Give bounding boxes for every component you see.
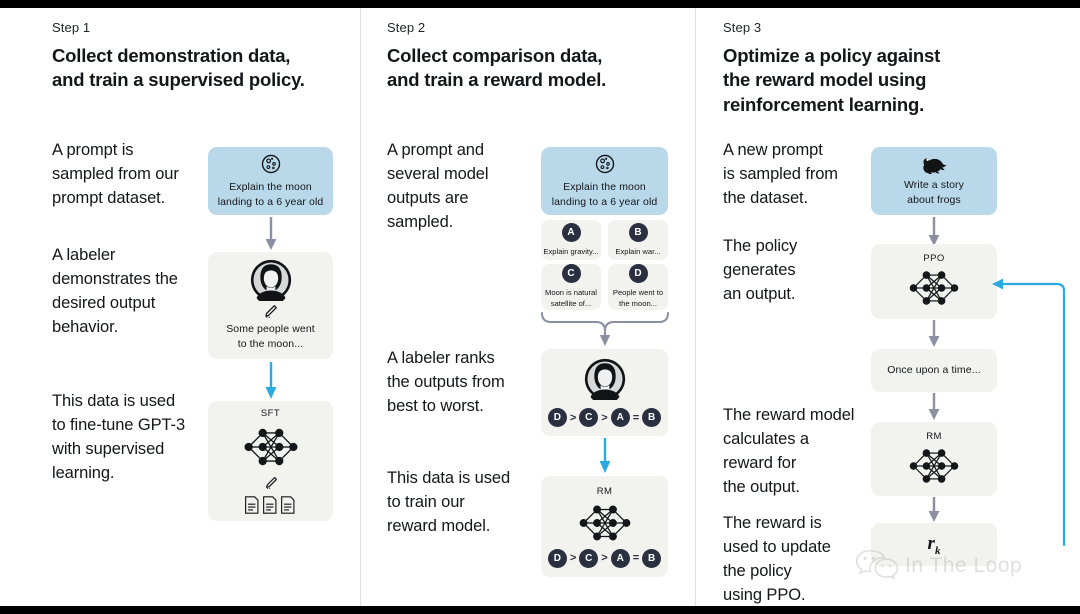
rank-operator-3: = — [632, 411, 640, 424]
step-3-paragraph-3: The reward model calculates a reward for… — [723, 406, 855, 497]
step-column-3: Step 3 Optimize a policy against the rew… — [695, 8, 1080, 606]
moon-icon — [594, 153, 616, 175]
rank-operator-2: > — [601, 552, 608, 564]
step-2-rm-label: RM — [596, 485, 613, 497]
person-icon — [584, 358, 626, 400]
step-1-paragraph-2: A labeler demonstrates the desired outpu… — [52, 246, 178, 337]
step-2-option-card-b[interactable]: B Explain war... — [608, 220, 668, 260]
step-2-rm-card[interactable]: RM D — [541, 476, 668, 577]
step-1-sft-card[interactable]: SFT — [208, 401, 333, 521]
step-1-labeler-text: Some people went to the moon... — [226, 323, 315, 350]
diagram-canvas: Step 1 Collect demonstration data, and t… — [0, 8, 1080, 606]
option-text-b: Explain war... — [615, 246, 661, 256]
step-2-paragraph-1: A prompt and several model outputs are s… — [387, 141, 489, 232]
step-3-rm-label: RM — [926, 430, 942, 442]
step-2-paragraph-3: This data is used to train our reward mo… — [387, 469, 511, 536]
step-3-arrow-grey-3 — [925, 393, 943, 421]
step-3-title: Optimize a policy against the reward mod… — [723, 45, 941, 115]
neural-network-icon — [905, 266, 963, 310]
step-3-arrow-grey-2 — [925, 320, 943, 348]
pencil-icon — [262, 303, 279, 320]
step-2-arrow-blue — [596, 438, 614, 474]
step-columns: Step 1 Collect demonstration data, and t… — [0, 8, 1080, 606]
step-2-option-card-a[interactable]: A Explain gravity... — [541, 220, 601, 260]
rank-operator-1: > — [569, 552, 577, 564]
neural-network-icon — [575, 500, 635, 546]
rank-badge-4: B — [642, 548, 662, 568]
option-text-c: Moon is natural satellite of... — [545, 288, 597, 308]
frog-icon — [920, 154, 948, 175]
step-1-labeler-card[interactable]: Some people went to the moon... — [208, 252, 333, 359]
neural-network-icon — [240, 423, 302, 471]
step-2-brace-arrow — [539, 311, 671, 347]
step-2-rm-ranking-row: D > C > A = B — [547, 548, 662, 568]
step-1-title: Collect demonstration data, and train a … — [52, 45, 305, 91]
option-badge-c: C — [561, 264, 581, 284]
step-3-label: Step 3 — [723, 20, 762, 35]
step-1-prompt-card[interactable]: Explain the moon landing to a 6 year old — [208, 147, 333, 215]
step-3-arrow-grey-1 — [925, 217, 943, 247]
pencil-icon — [263, 475, 279, 491]
moon-icon — [260, 153, 282, 175]
step-2-paragraph-2: A labeler ranks the outputs from best to… — [387, 349, 505, 416]
step-column-1: Step 1 Collect demonstration data, and t… — [0, 8, 360, 606]
step-1-label: Step 1 — [52, 20, 91, 35]
step-2-ranking-card[interactable]: D > C > A = B — [541, 349, 668, 436]
step-1-arrow-grey-1 — [262, 217, 280, 251]
step-1-paragraph-3: This data is used to fine-tune GPT-3 wit… — [52, 392, 186, 483]
step-2-option-card-c[interactable]: C Moon is natural satellite of... — [541, 264, 601, 310]
rank-badge-2: C — [579, 548, 599, 568]
rank-badge-1: D — [547, 408, 567, 427]
watermark-text: In The Loop — [905, 554, 1023, 577]
step-3-ppo-card[interactable]: PPO — [871, 244, 997, 319]
step-3-feedback-loop-arrow — [986, 273, 1071, 548]
rank-operator-1: > — [569, 411, 577, 424]
step-3-paragraph-1: A new prompt is sampled from the dataset… — [723, 141, 838, 208]
wechat-icon — [855, 548, 899, 584]
step-1-prompt-text: Explain the moon landing to a 6 year old — [217, 180, 324, 208]
step-3-output-card[interactable]: Once upon a time... — [871, 349, 997, 392]
step-3-paragraph-4: The reward is used to update the policy … — [723, 514, 831, 605]
person-icon — [250, 259, 292, 302]
step-1-paragraph-1: A prompt is sampled from our prompt data… — [52, 141, 179, 208]
step-2-label: Step 2 — [387, 20, 426, 35]
rank-badge-3: A — [610, 408, 630, 427]
step-3-paragraph-2: The policy generates an output. — [723, 237, 798, 304]
step-2-prompt-text: Explain the moon landing to a 6 year old — [551, 180, 658, 208]
rank-badge-1: D — [547, 548, 567, 568]
rank-badge-4: B — [642, 408, 662, 427]
rank-operator-2: > — [601, 411, 608, 424]
rank-badge-2: C — [579, 408, 599, 427]
step-column-2: Step 2 Collect comparison data, and trai… — [360, 8, 695, 606]
option-badge-b: B — [628, 222, 648, 242]
option-text-a: Explain gravity... — [543, 246, 599, 256]
option-text-d: People went to the moon... — [612, 288, 664, 308]
step-3-prompt-card[interactable]: Write a story about frogs — [871, 147, 997, 215]
watermark: In The Loop — [855, 548, 1022, 584]
step-2-prompt-card[interactable]: Explain the moon landing to a 6 year old — [541, 147, 668, 215]
step-3-prompt-text: Write a story about frogs — [903, 179, 965, 206]
step-1-arrow-blue — [262, 362, 280, 400]
step-3-reward-formula: rk — [927, 532, 941, 557]
step-3-arrow-grey-4 — [925, 497, 943, 523]
step-3-output-text: Once upon a time... — [887, 364, 981, 377]
step-1-sft-label: SFT — [260, 407, 281, 419]
step-3-reward-card[interactable]: rk — [871, 523, 997, 566]
step-2-title: Collect comparison data, and train a rew… — [387, 45, 607, 91]
documents-icon — [244, 495, 298, 515]
step-3-ppo-label: PPO — [923, 253, 945, 264]
step-2-option-card-d[interactable]: D People went to the moon... — [608, 264, 668, 310]
neural-network-icon — [905, 444, 963, 488]
option-badge-a: A — [561, 222, 581, 242]
rank-badge-3: A — [610, 548, 630, 568]
step-3-rm-card[interactable]: RM — [871, 422, 997, 496]
rank-operator-3: = — [632, 552, 640, 564]
option-badge-d: D — [628, 264, 648, 284]
step-2-ranking-row: D > C > A = B — [547, 408, 662, 427]
